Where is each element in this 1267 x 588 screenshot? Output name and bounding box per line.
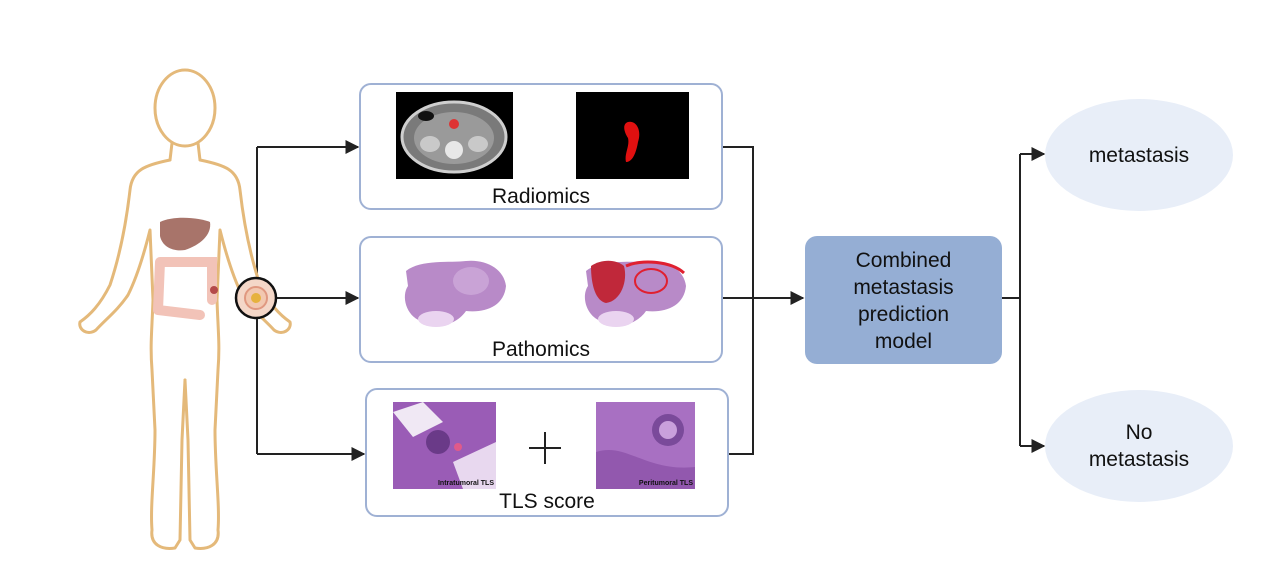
pathomics-label: Pathomics [491,338,591,361]
tls-score-panel: Intratumoral TLS Peritumoral TLS TLS sco… [365,388,729,517]
annotated-histology-image [576,251,694,333]
model-line-4: model [874,330,933,353]
outcome-no-label-2: metastasis [1088,448,1190,471]
intratumoral-caption: Intratumoral TLS [437,480,494,487]
model-line-1: Combined [855,249,952,272]
combined-model-box: Combined metastasis prediction model [805,236,1002,364]
outcome-metastasis-label: metastasis [1088,143,1190,167]
tls-score-label: TLS score [499,490,595,513]
outcome-trunk [1002,154,1021,446]
radiomics-label: Radiomics [491,185,591,208]
intratumoral-tls-image: Intratumoral TLS [393,402,496,489]
radiomics-panel: Radiomics [359,83,723,210]
peritumoral-tls-image: Peritumoral TLS [596,402,695,489]
peritumoral-caption: Peritumoral TLS [638,480,693,487]
plus-icon [529,432,561,464]
segmentation-mask-image [576,92,689,179]
pathomics-panel: Pathomics [359,236,723,363]
model-line-2: metastasis [853,276,954,299]
outcome-metastasis: metastasis [1045,99,1233,211]
outcome-no-label-1: No [1125,421,1153,444]
histology-slide-image [396,251,511,333]
outcome-no-metastasis: No metastasis [1045,390,1233,502]
ct-scan-image [396,92,513,179]
merge-radiomics [722,146,754,455]
model-line-3: prediction [857,303,950,326]
